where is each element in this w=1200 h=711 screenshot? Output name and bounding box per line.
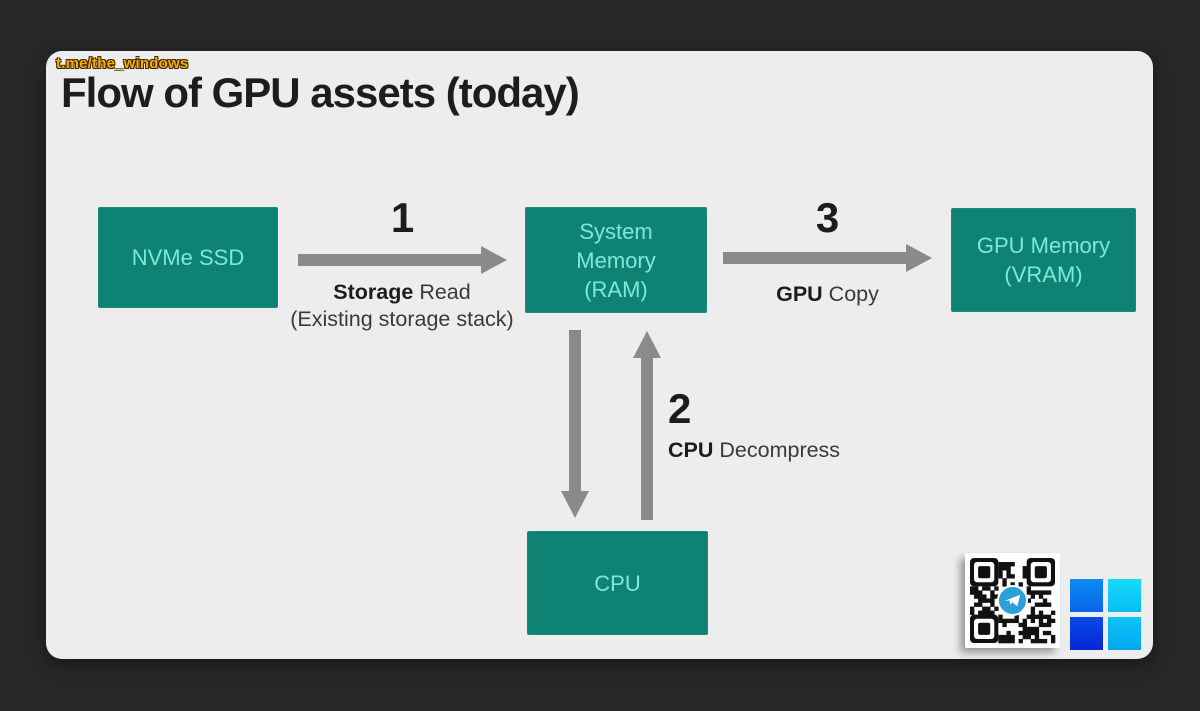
node-system-memory-line3: (RAM)	[584, 276, 648, 302]
arrow-storage-read-icon	[298, 246, 507, 274]
step1-label-line2: (Existing storage stack)	[290, 307, 514, 331]
node-cpu: CPU	[527, 531, 708, 635]
qr-code	[965, 553, 1060, 648]
step2-number: 2	[668, 385, 692, 432]
node-system-memory-line1: System	[579, 218, 653, 244]
telegram-icon	[997, 585, 1028, 616]
qr-code-pattern	[970, 558, 1056, 644]
step2-label: CPU Decompress	[668, 438, 841, 462]
windows-logo-square-tr	[1108, 579, 1141, 612]
windows-logo-square-tl	[1070, 579, 1103, 612]
node-gpu-memory: GPU Memory (VRAM)	[951, 208, 1136, 312]
node-cpu-label: CPU	[594, 570, 641, 596]
watermark-text: t.me/the_windows	[56, 55, 189, 72]
step3-number: 3	[815, 194, 840, 241]
presentation-slide: t.me/the_windows Flow of GPU assets (tod…	[46, 51, 1153, 659]
page-title: Flow of GPU assets (today)	[61, 69, 580, 116]
step1-number: 1	[390, 194, 415, 241]
node-nvme-ssd: NVMe SSD	[98, 207, 278, 308]
windows-logo-icon	[1070, 579, 1141, 650]
step1-label: Storage Read (Existing storage stack)	[284, 279, 520, 333]
node-nvme-ssd-label: NVMe SSD	[131, 245, 245, 270]
step1-label-line1: Storage Read	[333, 280, 471, 304]
windows-logo-square-bl	[1070, 617, 1103, 650]
node-system-memory-line2: Memory	[576, 247, 656, 273]
node-system-memory: System Memory (RAM)	[525, 207, 707, 313]
node-gpu-memory-line2: (VRAM)	[1004, 262, 1083, 287]
arrow-gpu-copy-icon	[723, 244, 932, 272]
windows-logo-square-br	[1108, 617, 1141, 650]
node-gpu-memory-line1: GPU Memory	[976, 233, 1111, 258]
arrow-up-to-memory-icon	[633, 331, 661, 520]
arrow-down-to-cpu-icon	[561, 330, 589, 518]
step3-label: GPU Copy	[776, 282, 879, 306]
